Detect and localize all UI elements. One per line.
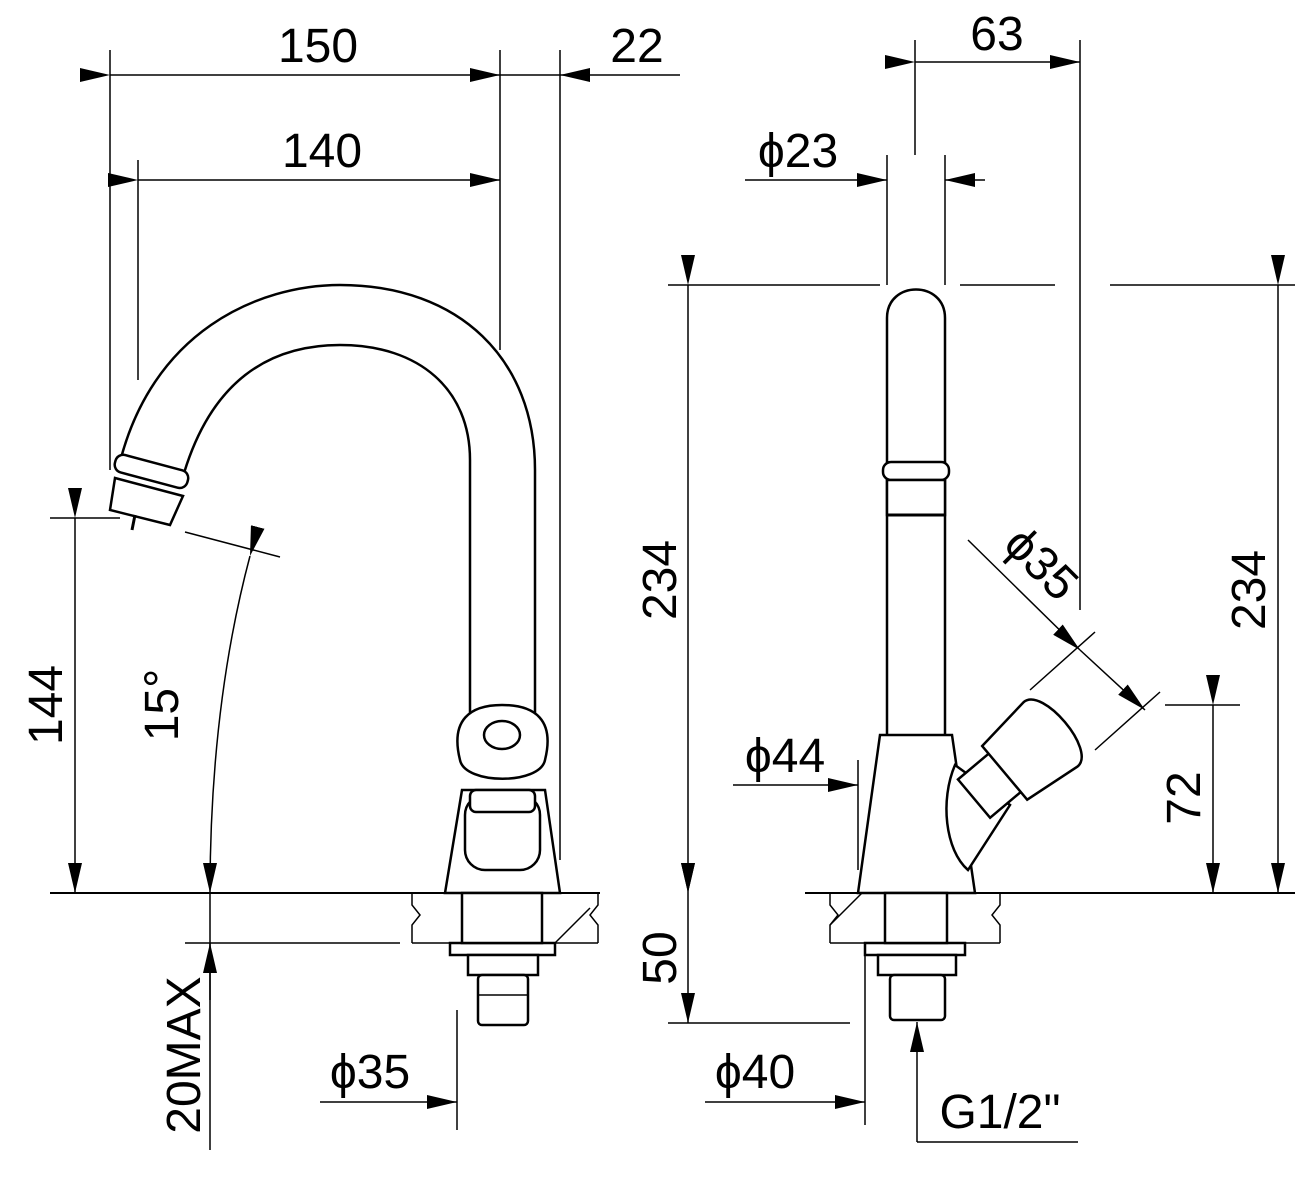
counter-hatch: [554, 907, 591, 944]
dim-140: 140: [282, 125, 362, 178]
flange: [448, 941, 557, 957]
dim-base-diameter: ϕ35: [330, 1046, 410, 1099]
lock-nut-side: [876, 953, 958, 977]
dim-tube-diameter: ϕ23: [758, 125, 838, 178]
water-outlet: [130, 514, 137, 531]
spout-ring: [113, 453, 190, 490]
side-handle[interactable]: [947, 690, 1092, 831]
shank-upper: [460, 891, 544, 945]
dim-150: 150: [278, 20, 358, 73]
dim-144: 144: [20, 665, 73, 745]
counter-break-left-side: [829, 893, 839, 943]
thread-connection-side: [888, 973, 947, 1022]
faucet-body-side: [856, 733, 977, 895]
dim-line-35-handle: [1053, 624, 1146, 711]
dim-flange-diameter: ϕ40: [715, 1046, 795, 1099]
spout-ring-side: [881, 460, 951, 482]
dim-72: 72: [1158, 771, 1211, 824]
dim-body-diameter: ϕ44: [745, 730, 825, 783]
dim-234-left: 234: [634, 540, 687, 620]
angle-reference-line: [184, 531, 281, 558]
angle-arc: [203, 525, 265, 894]
push-button-cap[interactable]: [482, 719, 522, 751]
thread-connection: [476, 973, 530, 1027]
shank-upper-side: [883, 891, 949, 945]
cartridge-collar: [468, 788, 537, 814]
counter-break-left: [411, 893, 421, 943]
dim-20max: 20MAX: [158, 976, 211, 1133]
counter-break-right-side: [991, 893, 1001, 943]
dim-angle: 15°: [136, 669, 189, 742]
dim-handle-diameter: ϕ35: [994, 517, 1088, 611]
side-view: 63 ϕ23 234 234 ϕ35 ϕ44 72 50: [634, 8, 1295, 1143]
dim-63: 63: [970, 8, 1023, 61]
flange-side: [863, 941, 967, 957]
handle-knob[interactable]: [978, 690, 1092, 805]
aerator-side: [885, 478, 947, 517]
ext-line-35-handle-a: [1029, 631, 1096, 691]
front-view: 150 140 22 144 15° 20MAX ϕ35: [20, 20, 680, 1150]
lock-nut: [466, 953, 540, 977]
dim-thread: G1/2": [939, 1086, 1060, 1139]
dim-234-right: 234: [1223, 550, 1276, 630]
spout-aerator: [108, 476, 185, 527]
handle-housing: [945, 763, 1012, 872]
ext-line-35-handle-b: [1094, 691, 1161, 751]
dim-50: 50: [634, 931, 687, 984]
dim-22: 22: [610, 20, 663, 73]
counter-hatch-side: [829, 892, 863, 926]
spout: [116, 283, 537, 742]
counter-break-right: [589, 893, 599, 943]
